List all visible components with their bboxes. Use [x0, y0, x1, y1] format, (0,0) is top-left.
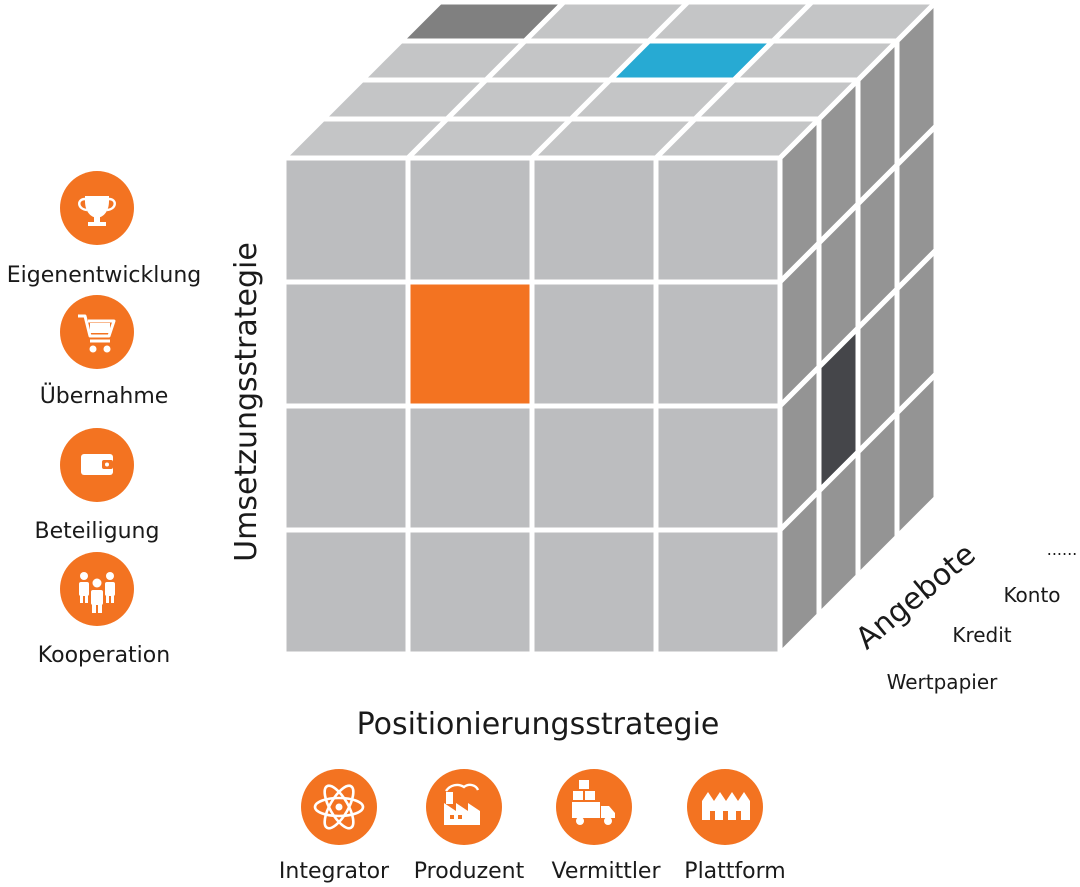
- position-label: Produzent: [414, 859, 525, 884]
- cube-front-cell: [281, 527, 411, 657]
- strategy-item-uebernahme: Übernahme: [40, 295, 169, 409]
- cube-front-cell: [405, 527, 535, 657]
- position-label: Plattform: [684, 859, 785, 884]
- wallet-icon: [81, 454, 113, 475]
- vertical-axis-label: Umsetzungsstrategie: [229, 242, 264, 562]
- position-label: Vermittler: [551, 859, 661, 884]
- cube-front-cell: [529, 403, 659, 533]
- cube-front-cell: [653, 155, 783, 285]
- strategy-item-beteiligung: Beteiligung: [35, 428, 160, 544]
- strategy-item-eigenentwicklung: Eigenentwicklung: [7, 171, 201, 288]
- atom-icon: [313, 784, 365, 830]
- cube-front-cell: [653, 527, 783, 657]
- strategy-cube: [281, 0, 939, 657]
- cube-front-cell: [653, 403, 783, 533]
- positioning-strategy-list: Integrator Produzent: [279, 769, 786, 884]
- cube-front-cell: [281, 155, 411, 285]
- factory-icon: [444, 783, 480, 825]
- position-item-vermittler: Vermittler: [551, 769, 661, 884]
- implementation-strategy-list: Eigenentwicklung Übernahme Beteiligung: [7, 171, 201, 668]
- cube-front-cell: [281, 279, 411, 409]
- cube-front-cell: [405, 403, 535, 533]
- cube-front-cell: [281, 403, 411, 533]
- strategy-label: Eigenentwicklung: [7, 263, 201, 288]
- offer-label-kredit: Kredit: [952, 623, 1011, 647]
- marketplace-stalls-icon: [702, 792, 750, 820]
- strategy-item-kooperation: Kooperation: [38, 552, 170, 668]
- cube-front-cell: [529, 279, 659, 409]
- shopping-cart-icon: [78, 314, 116, 353]
- cube-front-cell: [529, 527, 659, 657]
- cube-front-cell: [529, 155, 659, 285]
- horizontal-axis-label: Positionierungsstrategie: [357, 707, 720, 742]
- offer-label-konto: Konto: [1003, 583, 1060, 607]
- cube-front-cell: [405, 155, 535, 285]
- delivery-truck-icon: [572, 780, 615, 825]
- position-item-plattform: Plattform: [684, 769, 786, 884]
- cube-front-cell: [405, 279, 535, 409]
- trophy-icon: [78, 196, 116, 226]
- offer-label-wertpapier: Wertpapier: [887, 670, 998, 694]
- cube-front-cell: [653, 279, 783, 409]
- position-item-integrator: Integrator: [279, 769, 390, 884]
- offer-label-more: ......: [1047, 540, 1078, 559]
- position-item-produzent: Produzent: [414, 769, 525, 884]
- position-label: Integrator: [279, 859, 390, 884]
- people-icon: [79, 572, 115, 613]
- strategy-label: Beteiligung: [35, 519, 160, 544]
- strategy-label: Kooperation: [38, 643, 170, 668]
- strategy-label: Übernahme: [40, 383, 169, 409]
